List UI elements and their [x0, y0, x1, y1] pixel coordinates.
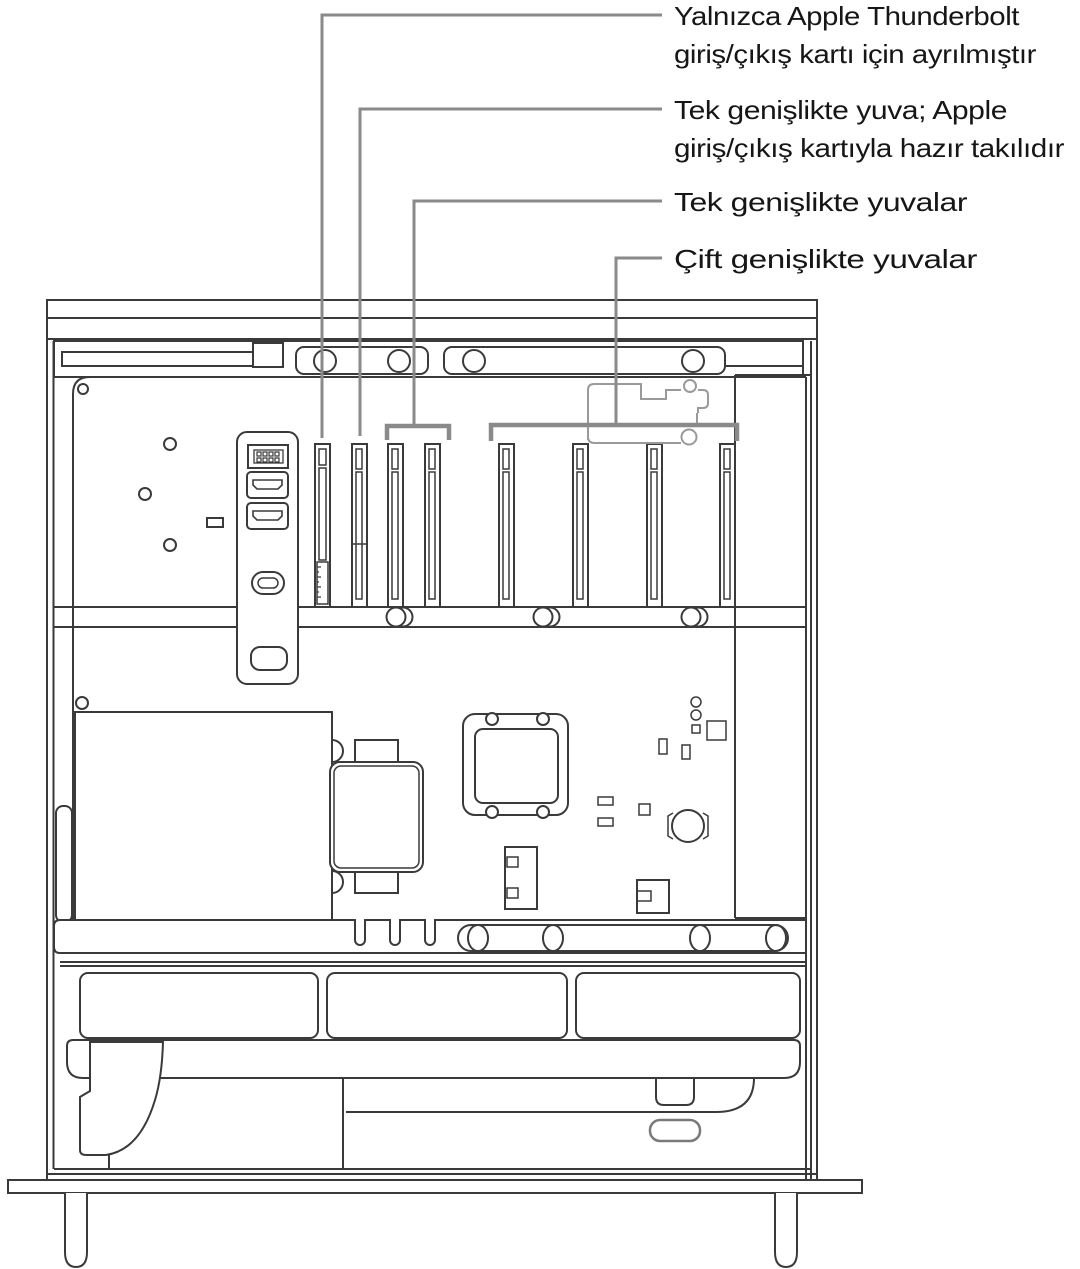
rail-hole [689, 924, 711, 952]
latch-pill [648, 1118, 702, 1143]
pcie-slot-5 [498, 443, 515, 608]
left-wall-bracket [55, 805, 73, 923]
bottom-tray [66, 1039, 801, 1079]
rail-hole [467, 924, 489, 952]
slide-rail-step [252, 342, 284, 368]
io-card-panel [236, 431, 299, 685]
callout-label-line: giriş/çıkış kartıyla hazır takılıdır [674, 133, 1065, 163]
pcie-slot-7 [646, 443, 663, 608]
screw-hole [163, 538, 177, 552]
pcie-slot-2-io-card [351, 443, 368, 608]
air-duct [79, 1041, 165, 1156]
hanging-tab [655, 1078, 695, 1106]
bracket-double-wide-slots [488, 422, 740, 441]
screw-hole [536, 712, 550, 726]
leader-thunderbolt-slot [320, 13, 662, 438]
screw-hole [75, 696, 89, 710]
callout-labels: Yalnızca Apple Thunderbolt giriş/çıkış k… [674, 1, 1065, 274]
rail-hole [765, 924, 787, 952]
callout-label-line: Yalnızca Apple Thunderbolt [674, 1, 1020, 31]
leader-single-wide-slots [412, 199, 662, 424]
pcie-slot-3 [387, 443, 404, 608]
latch-hole [387, 349, 411, 373]
foot-right [774, 1193, 798, 1269]
slide-rail [61, 351, 254, 367]
grid-connector-icon [247, 444, 289, 469]
rail-latch-pin [385, 606, 414, 628]
heatsink-tab-bottom [354, 870, 399, 894]
displayport-icon [246, 502, 289, 530]
rail-hole [542, 924, 564, 952]
leader-single-wide-slot [358, 107, 662, 436]
pcie-slot-4 [424, 443, 441, 608]
stand-bar [7, 1179, 863, 1194]
power-connector [504, 846, 538, 910]
latch-hole [313, 349, 337, 373]
bottom-port-opening [250, 646, 288, 671]
fan-module-3 [575, 972, 801, 1039]
fan-module-1 [79, 972, 319, 1039]
pcie-slot-8 [719, 443, 736, 608]
heatsink-body [329, 761, 424, 873]
screw-hole [485, 712, 499, 726]
coin-battery [667, 809, 709, 843]
screw-hole [485, 805, 499, 819]
small-parts-cluster [597, 696, 727, 827]
screw-hole [138, 487, 152, 501]
callout-label-line: Tek genişlikte yuva; Apple [674, 95, 1007, 125]
pcie-slots [314, 443, 736, 608]
thunderbolt-port-icon [251, 571, 285, 595]
screw-hole [536, 805, 550, 819]
pcie-slot-1-thunderbolt [314, 443, 331, 608]
latch-bar-a [295, 346, 429, 375]
callout-label-line: Çift genişlikte yuvalar [674, 244, 978, 274]
edge-connector [636, 879, 670, 914]
rail-pin [354, 919, 366, 946]
fan-module-2 [326, 972, 568, 1039]
rail-latch-pin [532, 606, 561, 628]
cutout-screw-hole [680, 428, 698, 446]
foot-left [64, 1193, 88, 1269]
latch-bar-b [443, 346, 726, 375]
screw-hole [163, 437, 177, 451]
latch-hole [462, 349, 486, 373]
displayport-icon [246, 471, 289, 499]
slot-hatch-connector [316, 561, 329, 605]
cpu-bracket-plate [462, 713, 569, 816]
callout-label-line: giriş/çıkış kartı için ayrılmıştır [674, 39, 1037, 69]
leader-double-wide-slots [614, 256, 662, 423]
rail-pin [389, 919, 401, 946]
board-components [74, 696, 727, 921]
heatsink-tab-top [354, 739, 399, 763]
rail-inner-bar [457, 924, 789, 952]
pcie-slot-6 [572, 443, 589, 608]
cutout-screw-hole [683, 379, 697, 393]
latch-hole [681, 349, 705, 373]
power-supply-block [74, 711, 333, 921]
screw-hole [77, 383, 89, 395]
cpu-bracket-window [474, 728, 559, 804]
heatsink-inner [333, 765, 420, 869]
slot-rail [54, 606, 806, 628]
duct-shelf [346, 1077, 755, 1113]
bottom-section [53, 919, 807, 1169]
rail-latch-pin [680, 606, 709, 628]
rail-pin [424, 919, 436, 946]
board-outline [72, 376, 806, 920]
board-chip [206, 517, 224, 528]
slot-hatch-teeth [317, 566, 321, 598]
cutout-plate-outline [587, 379, 709, 446]
bracket-single-wide-slots [384, 423, 452, 440]
case-top-band [46, 299, 818, 340]
top-latch-bars [295, 346, 726, 375]
callout-label-line: Tek genişlikte yuvalar [674, 187, 968, 217]
callout-leaders [320, 13, 740, 441]
logic-board [55, 376, 806, 923]
